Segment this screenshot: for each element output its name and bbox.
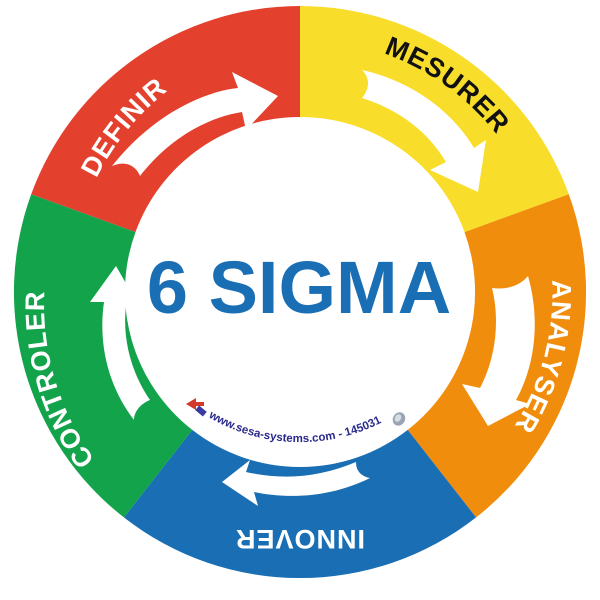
sesa-logo-icon <box>186 398 207 417</box>
disc-icon <box>392 412 406 426</box>
arrow-innover-icon <box>222 460 370 506</box>
arrow-analyser-icon <box>462 276 535 426</box>
arrows <box>90 70 535 506</box>
center-title: 6 SIGMA <box>147 246 451 329</box>
segment-innover <box>123 429 477 579</box>
segment-controler <box>13 194 193 518</box>
footer-url: www.sesa-systems.com - 145031 <box>206 409 384 445</box>
arrow-definir-icon <box>112 72 278 176</box>
label-innover: INNOVER <box>235 524 365 554</box>
arrow-mesurer-icon <box>362 70 486 192</box>
arrow-controler-icon <box>90 266 150 420</box>
